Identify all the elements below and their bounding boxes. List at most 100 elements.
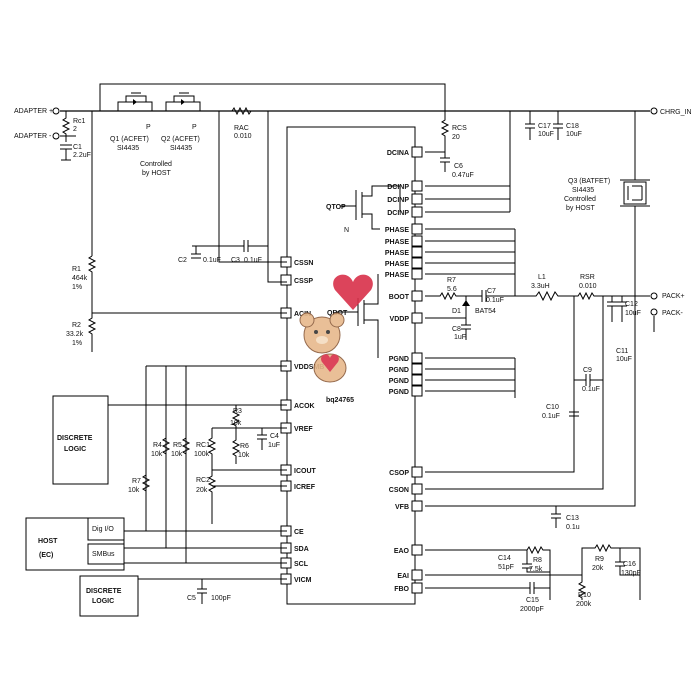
ic-pin-label: ICOUT — [294, 468, 317, 475]
c12-name: C12 — [625, 301, 638, 308]
ic-pin-label: FBO — [394, 586, 409, 593]
c13-name: C13 — [566, 515, 579, 522]
ic-title: bq24765 — [326, 397, 354, 404]
q3-wire — [620, 111, 650, 296]
ic-right-pins: DCINADCINPDCINPDCINPPHASEPHASEPHASEPHASE… — [385, 146, 423, 594]
c18-value: 10uF — [566, 131, 582, 138]
r9-value: 20k — [592, 565, 604, 572]
c3-name: C3 — [231, 257, 240, 264]
l1-rsr-path — [515, 290, 650, 302]
c6-value: 0.47uF — [452, 172, 474, 179]
ic-pin-box — [411, 352, 423, 364]
host-label: HOST — [38, 538, 58, 545]
c3-capacitor — [243, 240, 249, 252]
ic-pin-label: VICM — [294, 577, 312, 584]
r1-r2-divider — [87, 255, 97, 352]
c13-value: 0.1u — [566, 524, 580, 531]
c1-value: 2.2uF — [73, 152, 91, 159]
r3-resistor — [231, 405, 241, 428]
q2-pin-p: P — [192, 124, 197, 131]
rac-value: 0.010 — [234, 133, 252, 140]
c2-value: 0.1uF — [203, 257, 221, 264]
c11-name: C11 — [616, 348, 628, 355]
q3-name: Q3 (BATFET) — [568, 178, 610, 185]
c2-name: C2 — [178, 257, 187, 264]
rsr-value: 0.010 — [579, 283, 597, 290]
q3-mosfet — [623, 181, 647, 205]
ic-pin-label: CE — [294, 529, 304, 536]
rc1b-value: 100k — [194, 451, 210, 458]
d1-name: D1 — [452, 308, 461, 315]
c15-name: C15 — [526, 597, 539, 604]
csop-wire — [425, 296, 575, 473]
q1-mosfet — [117, 92, 153, 111]
smbus-block — [87, 543, 125, 565]
c9-name: C9 — [583, 367, 592, 374]
c13-capacitor — [551, 506, 561, 528]
c12-capacitor — [617, 296, 627, 322]
q2-mosfet — [165, 92, 201, 111]
q2-name: Q2 (ACFET) — [161, 136, 200, 143]
ic-pin-box — [411, 223, 423, 235]
pack-minus-label: PACK- — [662, 310, 684, 317]
r2-name: R2 — [72, 322, 81, 329]
adapter-minus-terminal — [52, 132, 60, 140]
pgnd-wires — [425, 357, 516, 398]
ic-pin-box — [280, 274, 292, 286]
qtop-pin-n: N — [344, 227, 349, 234]
c6-capacitor — [425, 151, 450, 172]
ic-pin-label: DCINP — [387, 210, 409, 217]
rc1-value: 2 — [73, 126, 77, 133]
c18-name: C18 — [566, 123, 579, 130]
ic-pin-label: PHASE — [385, 250, 409, 257]
rc1b-name: RC1 — [196, 442, 210, 449]
d1-part: BAT54 — [475, 308, 496, 315]
r4-name: R4 — [153, 442, 162, 449]
ic-pin-label: CSSN — [294, 260, 313, 267]
ic-pin-label: DCINA — [387, 150, 409, 157]
c17-value: 10uF — [538, 131, 554, 138]
host-ec-label: (EC) — [39, 552, 53, 559]
vddsmb-pullups — [145, 365, 287, 563]
rc2-value: 20k — [196, 487, 208, 494]
ic-pin-label: PHASE — [385, 261, 409, 268]
r6-value: 10k — [238, 452, 250, 459]
ic-pin-label: EAI — [397, 573, 409, 580]
c11-value: 10uF — [616, 356, 632, 363]
ic-pin-box — [411, 268, 423, 280]
r6-resistor — [231, 428, 241, 464]
ic-pin-box — [411, 385, 423, 397]
q-host-line1: Controlled — [140, 161, 172, 168]
pack-plus-terminal — [650, 292, 658, 300]
c10-value: 0.1uF — [542, 413, 560, 420]
l1-name: L1 — [538, 274, 546, 281]
c1-capacitor — [60, 144, 72, 161]
dcinp-wires — [425, 185, 510, 213]
ic-pin-box — [411, 180, 423, 192]
ic-pin-box — [411, 374, 423, 386]
top-loop-wire — [99, 83, 446, 111]
r10-name: R10 — [578, 592, 591, 599]
ic-pin-label: ICREF — [294, 484, 316, 491]
rcs-name: RCS — [452, 125, 467, 132]
c8-capacitor — [461, 318, 471, 340]
r4-value: 10k — [151, 451, 163, 458]
r1-value: 464k — [72, 275, 88, 282]
r7-name: R7 — [447, 277, 456, 284]
q-host-line2: by HOST — [142, 170, 172, 177]
cson-wire — [425, 296, 604, 490]
c2-capacitor — [191, 246, 201, 259]
ic-pin-label: CSSP — [294, 278, 313, 285]
ic-pin-label: PGND — [389, 389, 409, 396]
r5-value: 10k — [171, 451, 183, 458]
qtop-mosfet — [340, 185, 401, 230]
cssn-wire — [218, 111, 287, 263]
rac-resistor — [231, 106, 252, 116]
d1-diode — [462, 300, 470, 306]
ic-pin-label: SDA — [294, 546, 309, 553]
ic-pin-box — [411, 483, 423, 495]
rcs-value: 20 — [452, 134, 460, 141]
r10-resistor — [577, 575, 587, 600]
c16-name: C16 — [623, 561, 636, 568]
